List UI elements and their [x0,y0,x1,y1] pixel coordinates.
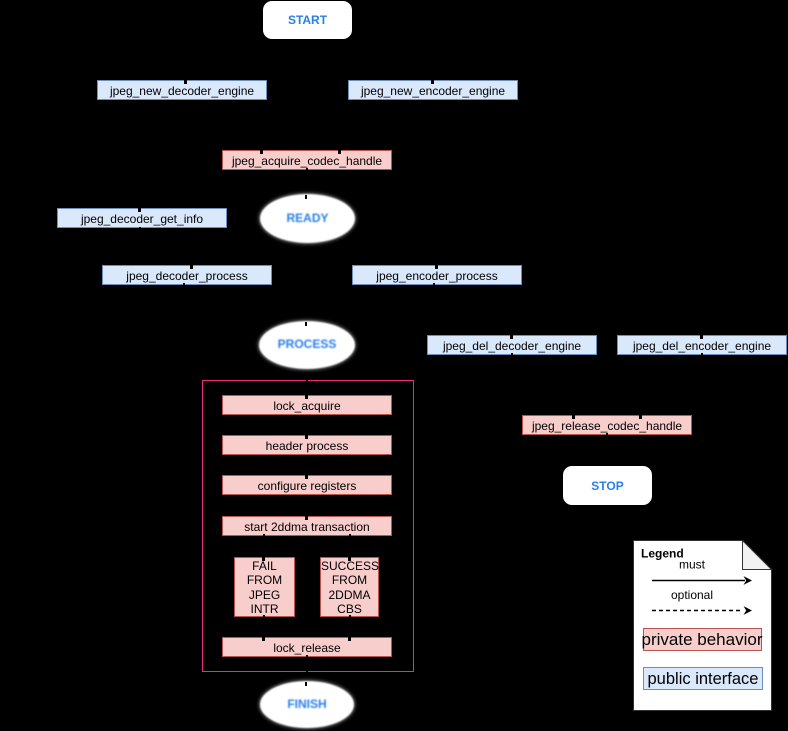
svg-text:optional: optional [671,588,713,602]
svg-text:must: must [679,558,706,572]
svg-text:private behavior: private behavior [642,630,763,649]
svg-text:public interface: public interface [648,670,759,688]
svg-text:Legend: Legend [641,547,684,561]
